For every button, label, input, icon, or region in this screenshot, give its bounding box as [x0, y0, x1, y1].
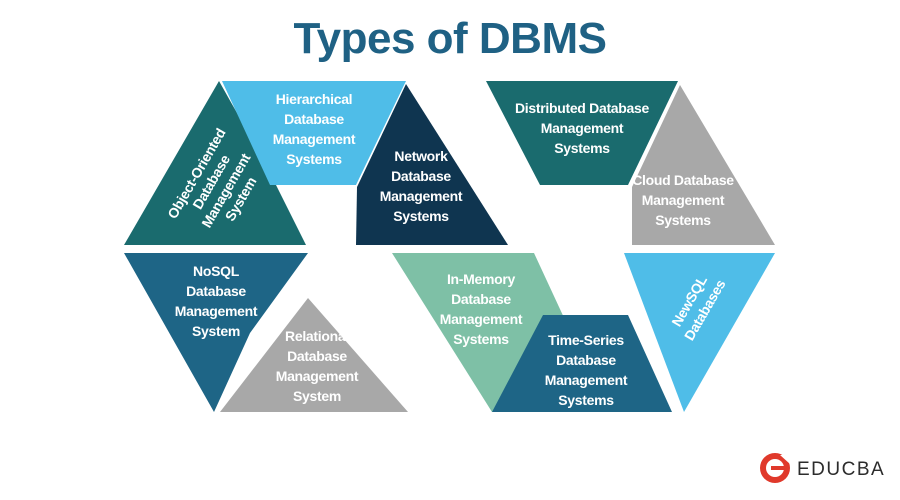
label-cloud-line2: Management	[642, 192, 725, 208]
page-title: Types of DBMS	[294, 14, 607, 63]
label-relational-line1: Relational	[285, 328, 349, 344]
label-hierarchical-line2: Database	[284, 111, 344, 127]
label-network-line2: Database	[391, 168, 451, 184]
label-network-line3: Management	[380, 188, 463, 204]
label-nosql-line4: System	[192, 323, 240, 339]
label-nosql-line2: Database	[186, 283, 246, 299]
label-hierarchical-line1: Hierarchical	[276, 91, 353, 107]
segment-nosql	[124, 253, 308, 412]
label-relational-line2: Database	[287, 348, 347, 364]
segment-object-oriented	[124, 81, 306, 245]
label-time-series-line3: Management	[545, 372, 628, 388]
label-distributed-line2: Management	[541, 120, 624, 136]
label-distributed-line3: Systems	[554, 140, 610, 156]
segment-network	[356, 84, 508, 245]
label-network-line1: Network	[394, 148, 448, 164]
segment-time-series	[492, 315, 672, 412]
label-time-series-line1: Time-Series	[548, 332, 624, 348]
label-time-series-line4: Systems	[558, 392, 614, 408]
label-in-memory-line2: Database	[451, 291, 511, 307]
segment-hierarchical	[222, 81, 406, 185]
left-hexagon-group: Object-Oriented Database Management Syst…	[124, 81, 508, 412]
label-cloud-line1: Cloud Database	[632, 172, 734, 188]
brand-logo: EDUCBA	[760, 453, 885, 483]
right-hexagon-group: Distributed Database Management Systems …	[392, 81, 775, 412]
label-distributed-line1: Distributed Database	[515, 100, 650, 116]
label-cloud-line3: Systems	[655, 212, 711, 228]
brand-name: EDUCBA	[797, 459, 885, 480]
label-hierarchical-line4: Systems	[286, 151, 342, 167]
label-network-line4: Systems	[393, 208, 449, 224]
segment-distributed	[486, 81, 678, 185]
label-time-series-line2: Database	[556, 352, 616, 368]
label-nosql-line1: NoSQL	[193, 263, 240, 279]
label-hierarchical-line3: Management	[273, 131, 356, 147]
label-in-memory-line3: Management	[440, 311, 523, 327]
label-relational-line4: System	[293, 388, 341, 404]
educba-logo-icon	[760, 453, 790, 483]
label-relational-line3: Management	[276, 368, 359, 384]
label-nosql-line3: Management	[175, 303, 258, 319]
label-in-memory-line4: Systems	[453, 331, 509, 347]
segment-relational	[220, 298, 408, 412]
segment-cloud	[632, 85, 775, 245]
label-in-memory-line1: In-Memory	[447, 271, 516, 287]
segment-newsql	[624, 253, 775, 412]
